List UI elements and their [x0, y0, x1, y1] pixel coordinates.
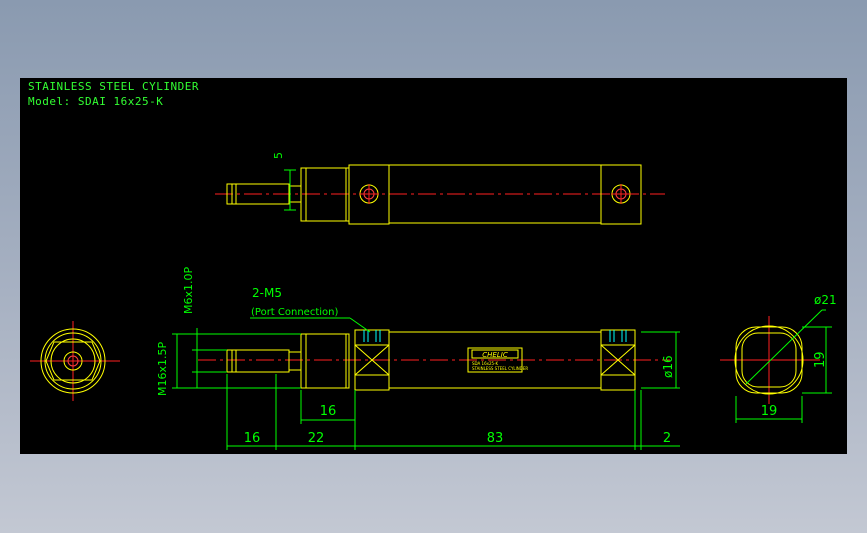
left-end-view	[30, 321, 120, 401]
bottom-dims	[226, 331, 680, 450]
left-dims	[172, 328, 301, 389]
model-label: Model: SDAI 16x25-K	[28, 95, 164, 108]
port-hatch	[363, 330, 627, 342]
port-leader	[250, 317, 371, 333]
dim-port-thread: M6x1.0P	[182, 267, 195, 314]
dim-bore-dia: ø16	[661, 355, 675, 378]
dim-end-dia: ø21	[814, 293, 837, 307]
port-note-label: (Port Connection)	[251, 307, 338, 318]
dim-nose-total: 22	[308, 431, 325, 446]
dim-body-length: 83	[487, 431, 504, 446]
dim-end-width-v: 19	[813, 351, 828, 368]
dim-nose-length: 16	[244, 431, 261, 446]
cad-drawing: 5	[30, 152, 837, 450]
dim-mount-thread: M16x1.5P	[156, 342, 169, 396]
dim-rod-extension: 16	[320, 404, 337, 419]
dim-end-cap: 2	[663, 431, 671, 446]
nameplate-brand: CHELIC	[482, 351, 508, 359]
port-count-label: 2-M5	[252, 286, 282, 300]
front-view	[198, 329, 670, 391]
dim-end-width-h: 19	[761, 404, 778, 419]
nameplate-desc: STAINLESS STEEL CYLINDER	[472, 366, 528, 371]
right-end-dims	[735, 309, 832, 423]
nameplate-model: SDA 16x25-K	[472, 361, 499, 366]
dim-rod-flat: 5	[272, 152, 285, 159]
drawing-viewport[interactable]: STAINLESS STEEL CYLINDER Model: SDAI 16x…	[20, 78, 847, 454]
top-view	[215, 164, 665, 225]
drawing-title: STAINLESS STEEL CYLINDER	[28, 80, 199, 93]
